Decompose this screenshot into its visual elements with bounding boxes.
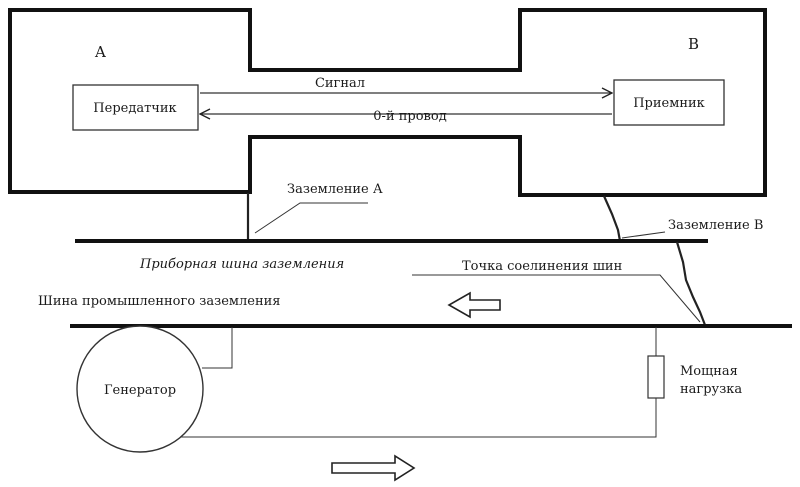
enclosure-outline	[8, 8, 767, 197]
industrial-bus-label: Шина промышленного заземления	[38, 294, 281, 309]
transmitter-label: Передатчик	[93, 101, 176, 116]
junction-label: Точка соелинения шин	[462, 259, 622, 274]
ground-a-leader	[254, 202, 368, 234]
load-return-wire	[180, 398, 657, 438]
junction-leader	[412, 274, 701, 323]
bus-junction-wire	[675, 241, 707, 326]
forward-current-arrow	[331, 454, 416, 482]
receiver-label: Приемник	[633, 96, 705, 111]
load-label-line2: нагрузка	[680, 382, 742, 397]
generator-circle	[76, 325, 204, 453]
generator-label: Генератор	[104, 383, 176, 398]
signal-label: Сигнал	[315, 76, 365, 91]
load-label-line1: Мощная	[680, 364, 738, 379]
instrument-bus-label: Приборная шина заземления	[139, 257, 344, 272]
return-current-arrow	[447, 291, 501, 319]
load-resistor	[647, 355, 665, 399]
receiver-box	[613, 79, 725, 126]
block-a-label: A	[94, 43, 106, 61]
ground-b-label: Заземление В	[668, 218, 763, 233]
ground-a-label: Заземление А	[287, 182, 383, 197]
transmitter-box	[72, 84, 199, 131]
ground-b-leader	[621, 231, 666, 239]
block-b-label: B	[688, 35, 699, 53]
generator-wire	[202, 327, 233, 369]
zero-wire-label: 0-й провод	[373, 109, 446, 124]
ground-b-wire	[602, 195, 622, 242]
